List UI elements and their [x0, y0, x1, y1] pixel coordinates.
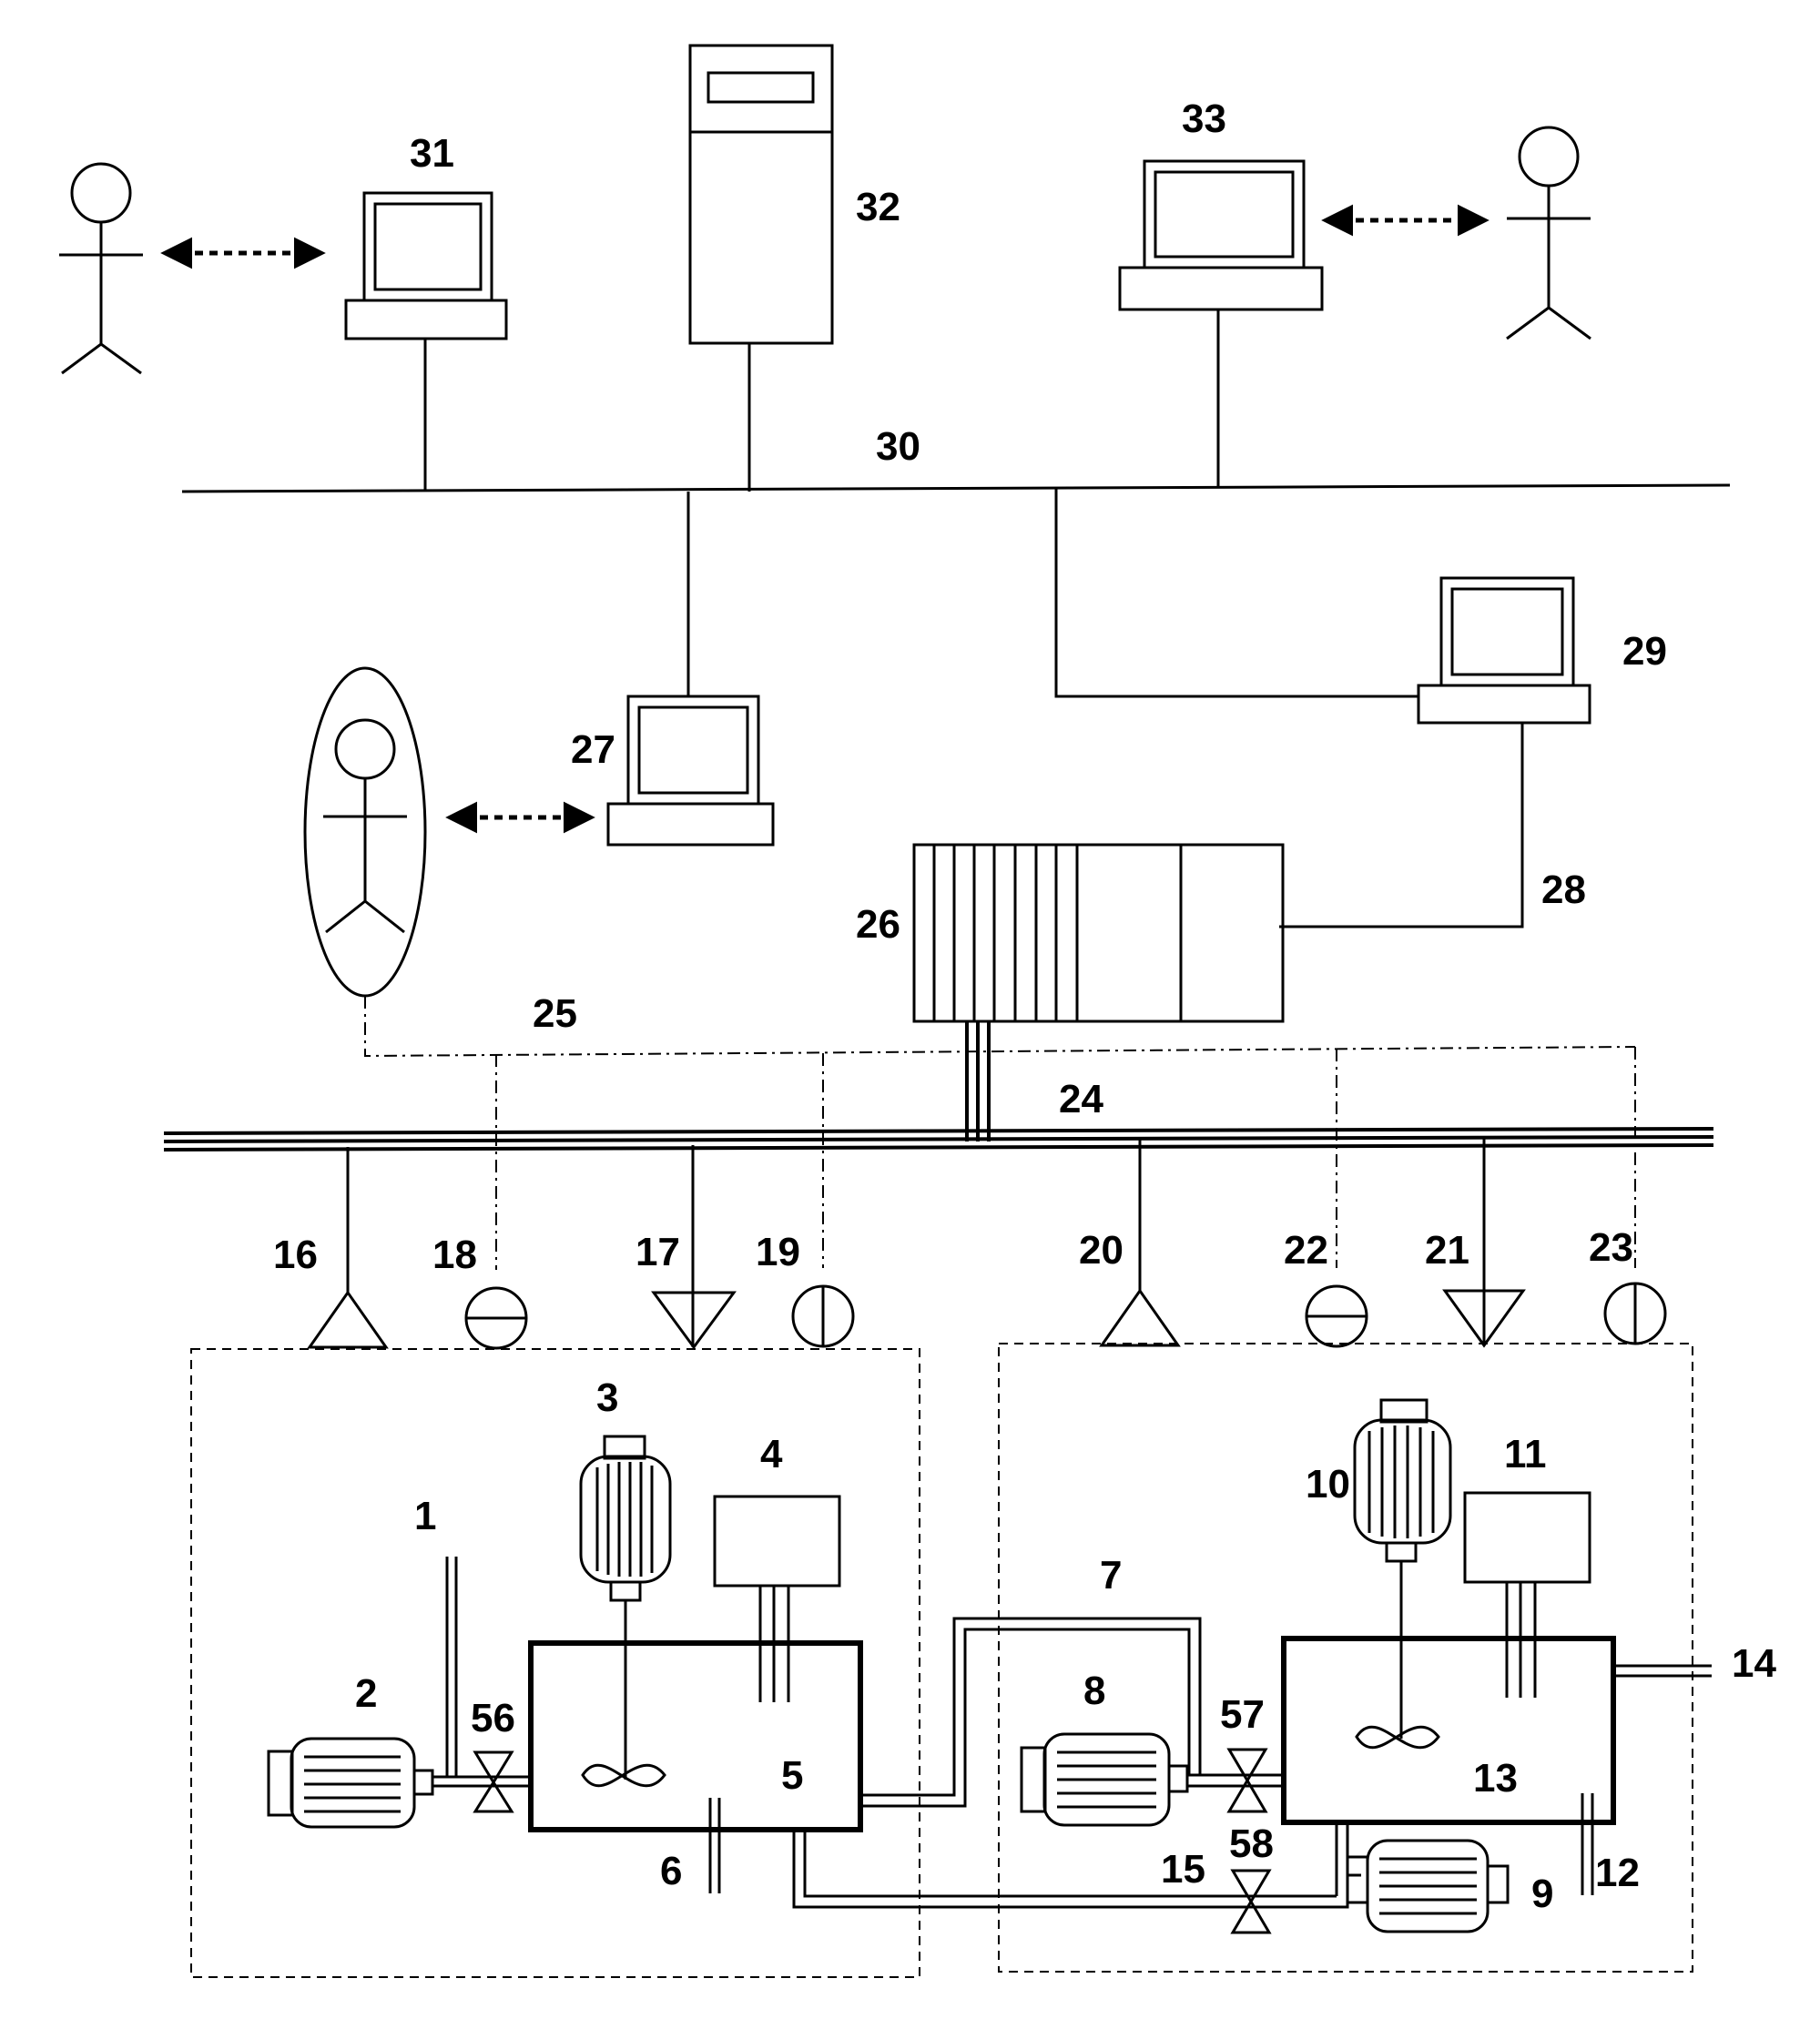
label-21: 21: [1425, 1228, 1469, 1273]
label-29: 29: [1622, 629, 1667, 674]
reactor-13-icon: [1281, 1636, 1616, 1825]
link-bus-29: [1054, 489, 1418, 698]
number-labels: 31 32 33 30 29 27 28 26 25 24 16 18 17 1…: [273, 96, 1776, 1916]
label-7: 7: [1100, 1553, 1122, 1598]
label-19: 19: [756, 1230, 800, 1274]
link-28: [1279, 723, 1524, 928]
label-6: 6: [660, 1849, 682, 1893]
motor-8-icon: [1020, 1732, 1189, 1827]
label-26: 26: [856, 902, 900, 947]
transmitter-16-icon: [307, 1290, 389, 1349]
label-11: 11: [1504, 1432, 1547, 1476]
label-33: 33: [1182, 96, 1226, 141]
label-31: 31: [410, 131, 454, 176]
field-operator-icon: [303, 666, 427, 998]
label-20: 20: [1079, 1228, 1124, 1273]
network-bus-30: [181, 483, 1731, 493]
pipe-7-a: [860, 1617, 1202, 1797]
process-boundary-left: [190, 1348, 920, 1978]
computer-27-icon: [606, 695, 775, 847]
controller-26-icon: [912, 843, 1285, 1023]
motor-9-icon: [1346, 1839, 1510, 1933]
pipe-15-b: [803, 1830, 1337, 1898]
instrument-11-icon: [1463, 1491, 1591, 1698]
computer-33-icon: [1118, 159, 1324, 311]
label-15: 15: [1161, 1847, 1205, 1892]
pipe-15-a: [792, 1830, 1337, 1909]
valve-56-icon: [473, 1750, 514, 1813]
operator-left-icon: [59, 162, 143, 375]
label-14: 14: [1732, 1641, 1776, 1686]
label-18: 18: [432, 1233, 477, 1277]
field-bus-24: [163, 1127, 1714, 1152]
label-16: 16: [273, 1233, 318, 1277]
label-2: 2: [355, 1671, 377, 1716]
valve-58-icon: [1230, 1869, 1272, 1934]
label-3: 3: [596, 1375, 618, 1420]
motor-3-icon: [579, 1435, 672, 1788]
reactor-5-icon: [528, 1640, 863, 1832]
label-32: 32: [856, 185, 900, 229]
label-1: 1: [414, 1494, 436, 1538]
label-13: 13: [1473, 1756, 1518, 1801]
label-17: 17: [635, 1230, 680, 1274]
computer-31-icon: [344, 191, 508, 340]
motor-2-icon: [267, 1737, 434, 1829]
computer-29-icon: [1417, 576, 1591, 725]
pipe-7-b: [860, 1628, 1191, 1808]
label-23: 23: [1589, 1225, 1633, 1270]
label-12: 12: [1595, 1851, 1640, 1895]
transmitter-20-icon: [1099, 1288, 1181, 1347]
label-27: 27: [571, 727, 615, 772]
instrument-4-icon: [713, 1495, 841, 1702]
pipe-9-a: [1337, 1822, 1349, 1909]
label-58: 58: [1229, 1821, 1274, 1866]
valve-57-icon: [1226, 1748, 1268, 1813]
label-57: 57: [1220, 1692, 1265, 1737]
operator-right-icon: [1506, 126, 1591, 340]
label-56: 56: [471, 1696, 515, 1740]
label-8: 8: [1083, 1669, 1105, 1713]
label-28: 28: [1541, 867, 1586, 912]
process-boundary-right: [998, 1343, 1693, 1973]
label-5: 5: [781, 1753, 803, 1798]
actuator-17-icon: [651, 1291, 737, 1350]
wireless-network-25: [364, 996, 1636, 1270]
motor-10-icon: [1353, 1398, 1452, 1750]
label-30: 30: [876, 424, 920, 469]
actuator-21-icon: [1442, 1289, 1526, 1348]
server-32-icon: [688, 44, 834, 345]
label-9: 9: [1531, 1872, 1553, 1916]
label-10: 10: [1306, 1462, 1350, 1507]
label-4: 4: [760, 1432, 783, 1476]
label-24: 24: [1059, 1077, 1103, 1121]
label-25: 25: [533, 991, 577, 1036]
label-22: 22: [1284, 1228, 1328, 1273]
